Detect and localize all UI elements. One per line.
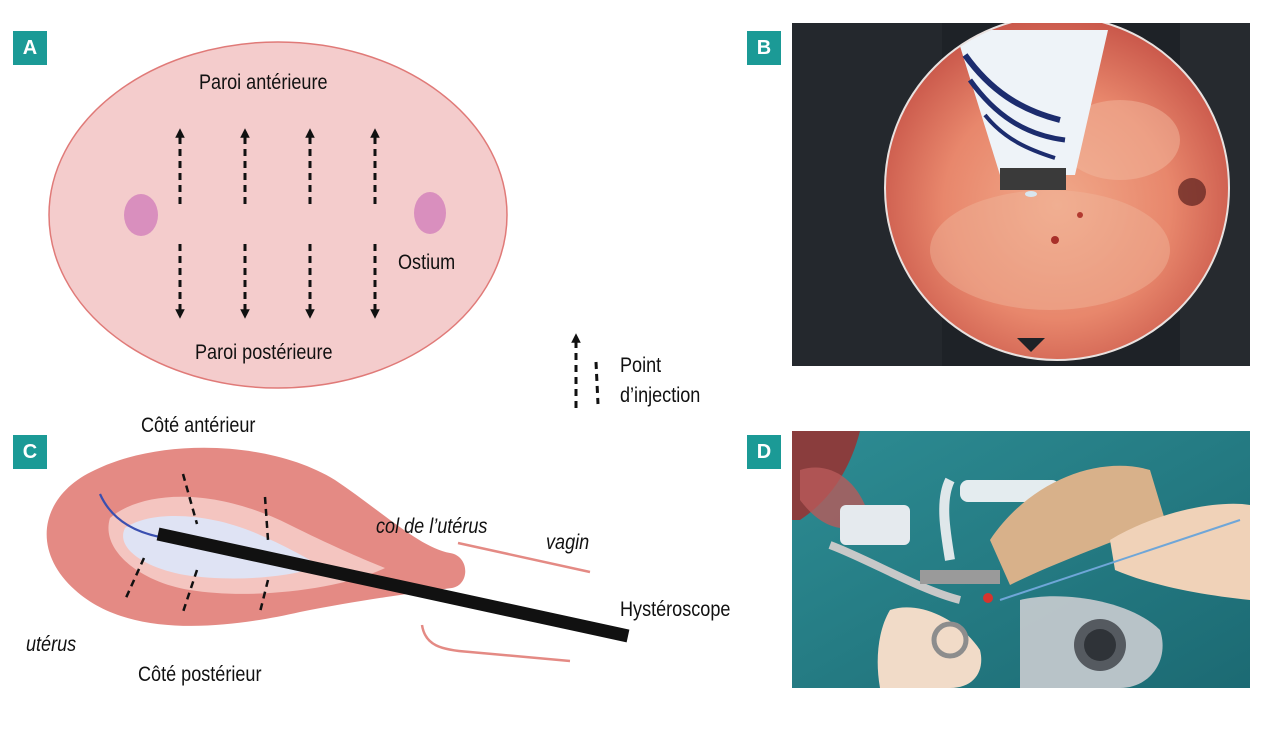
ostium-label: Ostium [398, 251, 456, 274]
anterior-wall-label: Paroi antérieure [199, 71, 328, 94]
panel-d-photo [792, 431, 1250, 688]
panel-c-badge: C [13, 435, 47, 469]
hysteroscope-label: Hystéroscope [620, 598, 731, 621]
uterine-cavity-ellipse [48, 41, 508, 389]
vagina-upper-line [457, 541, 591, 574]
injection-dashes [123, 473, 270, 613]
panel-a-diagram [48, 41, 508, 389]
injection-needle [98, 493, 161, 539]
vagina-lower-line [420, 624, 571, 663]
panel-b-photo [792, 23, 1250, 366]
panel-c-diagram [46, 447, 630, 663]
vagina-label: vagin [546, 531, 590, 554]
ostium-left [124, 194, 158, 236]
legend-injection-symbol [571, 333, 600, 408]
ostium-right [414, 192, 446, 234]
hysteroscope-shaft [156, 527, 630, 643]
legend-label-line2: d’injection [620, 384, 701, 407]
panel-a-badge: A [13, 31, 47, 65]
panel-b-badge: B [747, 31, 781, 65]
anterior-side-label: Côté antérieur [141, 414, 256, 437]
uterus-label: utérus [26, 633, 77, 656]
cervix-label: col de l’utérus [376, 515, 488, 538]
legend-label-line1: Point [620, 354, 662, 377]
posterior-wall-label: Paroi postérieure [195, 341, 333, 364]
panel-d-badge: D [747, 435, 781, 469]
posterior-side-label: Côté postérieur [138, 663, 262, 686]
